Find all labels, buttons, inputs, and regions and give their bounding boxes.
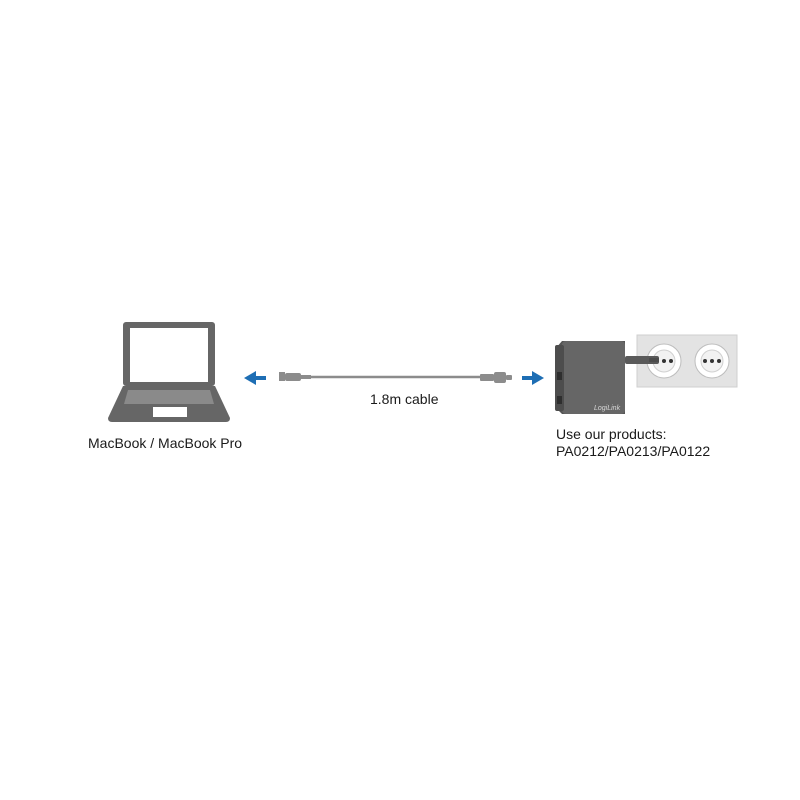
cable (279, 372, 512, 383)
arrow-right-icon (522, 371, 544, 385)
laptop-label: MacBook / MacBook Pro (88, 435, 243, 451)
arrow-left-icon (244, 371, 266, 385)
wall-charger-icon: LogiLink (555, 341, 659, 414)
product-codes-label: PA0212/PA0213/PA0122 (556, 443, 711, 459)
charger-brand: LogiLink (594, 405, 621, 412)
power-socket-icon (636, 334, 738, 388)
magsafe-connector-icon (279, 372, 311, 381)
cable-length-label: 1.8m cable (370, 391, 439, 407)
products-intro-label: Use our products: (556, 426, 667, 442)
laptop-icon (108, 322, 230, 422)
usb-c-connector-icon (480, 372, 512, 383)
